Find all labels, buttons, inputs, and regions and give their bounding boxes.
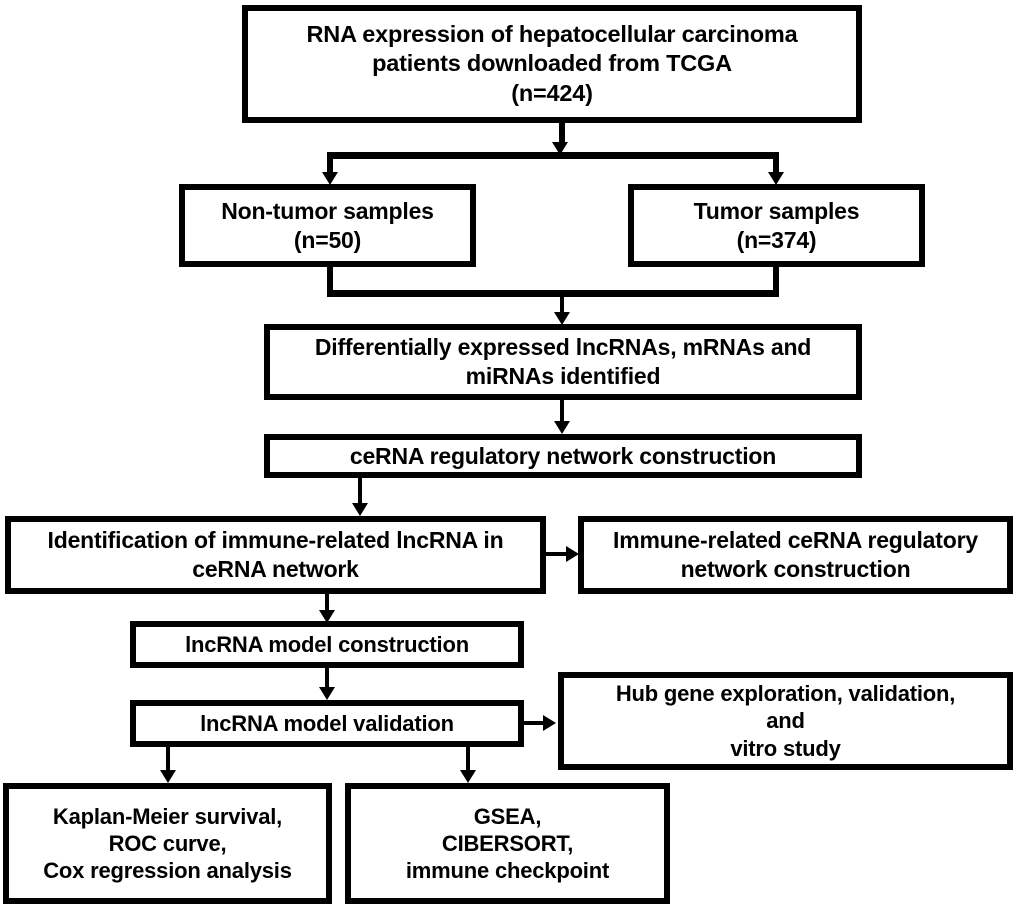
connector-immune-to-model	[325, 594, 329, 616]
arrow-to-survival-analysis	[160, 770, 176, 783]
differential-expression-label: Differentially expressed lncRNAs, mRNAs …	[314, 334, 812, 389]
survival-analysis-label: Kaplan-Meier survival, ROC curve, Cox re…	[43, 803, 292, 884]
differential-expression-box: Differentially expressed lncRNAs, mRNAs …	[264, 324, 862, 400]
connector-merge-bar	[327, 290, 779, 297]
connector-merge-right	[773, 266, 779, 296]
lncrna-model-validation-box: lncRNA model validation	[130, 700, 524, 747]
data-source-box: RNA expression of hepatocellular carcino…	[242, 5, 862, 123]
functional-analysis-label: GSEA, CIBERSORT, immune checkpoint	[405, 803, 610, 884]
connector-deg-to-cerna	[560, 400, 564, 426]
arrow-to-model-construction	[319, 610, 335, 623]
connector-merge-stem	[560, 296, 564, 318]
connector-source-stem	[559, 123, 565, 145]
tumor-samples-label: Tumor samples (n=374)	[693, 197, 860, 253]
connector-validation-to-functional	[466, 747, 470, 775]
survival-analysis-box: Kaplan-Meier survival, ROC curve, Cox re…	[3, 783, 332, 904]
immune-related-lncrna-label: Identification of immune-related lncRNA …	[47, 527, 504, 582]
data-source-label: RNA expression of hepatocellular carcino…	[306, 21, 798, 106]
arrow-to-non-tumor	[322, 172, 338, 185]
connector-validation-to-survival	[166, 747, 170, 775]
arrow-to-hub-gene	[543, 715, 556, 731]
connector-cerna-to-immune	[358, 478, 362, 508]
lncrna-model-construction-label: lncRNA model construction	[185, 631, 469, 657]
arrow-to-functional-analysis	[460, 770, 476, 783]
cerna-network-label: ceRNA regulatory network construction	[349, 442, 777, 469]
arrow-to-immune-lncrna	[352, 503, 368, 516]
functional-analysis-box: GSEA, CIBERSORT, immune checkpoint	[345, 783, 670, 904]
connector-merge-left	[327, 266, 333, 296]
hub-gene-exploration-box: Hub gene exploration, validation, and vi…	[558, 672, 1013, 770]
connector-split-right	[773, 152, 779, 180]
immune-related-cerna-network-label: Immune-related ceRNA regulatory network …	[613, 527, 978, 582]
cerna-network-box: ceRNA regulatory network construction	[264, 434, 862, 478]
connector-immune-lncrna-to-cerna	[546, 552, 570, 556]
immune-related-lncrna-box: Identification of immune-related lncRNA …	[5, 516, 546, 594]
arrow-to-cerna-network	[554, 421, 570, 434]
lncrna-model-validation-label: lncRNA model validation	[200, 710, 454, 736]
tumor-samples-box: Tumor samples (n=374)	[628, 184, 925, 267]
lncrna-model-construction-box: lncRNA model construction	[130, 621, 524, 668]
connector-validation-to-hub	[524, 721, 545, 725]
hub-gene-exploration-label: Hub gene exploration, validation, and vi…	[615, 681, 956, 761]
connector-split-left	[327, 152, 333, 180]
non-tumor-samples-box: Non-tumor samples (n=50)	[179, 184, 476, 267]
non-tumor-samples-label: Non-tumor samples (n=50)	[221, 197, 434, 253]
arrow-source-stem	[552, 142, 568, 155]
arrow-to-model-validation	[319, 687, 335, 700]
arrow-to-deg	[554, 312, 570, 325]
immune-related-cerna-network-box: Immune-related ceRNA regulatory network …	[578, 516, 1013, 594]
arrow-to-immune-cerna	[566, 546, 579, 562]
connector-construction-to-validation	[325, 668, 329, 692]
connector-split-bar	[327, 152, 779, 159]
arrow-to-tumor	[768, 172, 784, 185]
